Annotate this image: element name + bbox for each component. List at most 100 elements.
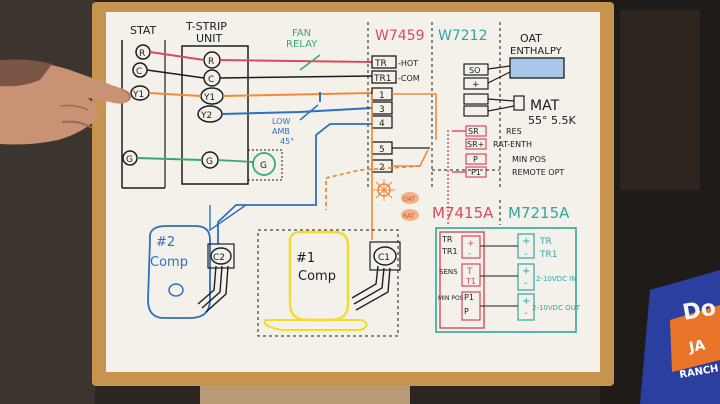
w7459-hot: -HOT (398, 59, 418, 68)
m7215a-plus-2: + (522, 266, 530, 277)
g-connector: G (217, 149, 283, 181)
stat-header: STAT (130, 24, 157, 37)
m7215a-plus-3: + (522, 296, 530, 307)
actuator-block: M7415A M7215A TR TR1 SENS MIN POS P1 P +… (432, 200, 581, 333)
low-amb-2: AMB (272, 127, 290, 136)
m7415a-minpos: MIN POS (438, 295, 464, 302)
sr-min-pos: MIN POS (512, 155, 546, 164)
w7459-term-5: 5 (379, 145, 385, 155)
w7459-block: W7459 TR -HOT TR1 -COM 1 3 4 5 2 (367, 22, 437, 190)
tstrip-term-y1: Y1 (203, 93, 215, 103)
m7415a-tr1: TR1 (441, 247, 458, 256)
bag-brand: Do (681, 295, 718, 325)
sr-term-p1: P1 (471, 168, 481, 177)
m7415a-in-minus: - (468, 249, 471, 259)
fan-relay-2: RELAY (286, 39, 318, 50)
m7415a-p1: P1 (464, 293, 474, 302)
stat-term-c: C (136, 67, 142, 77)
w7459-term-tr1: TR1 (373, 74, 391, 84)
wire-g-stat (136, 157, 203, 161)
oat-term-so: SO (469, 66, 480, 75)
comp2-connector: C2 (213, 253, 225, 263)
comp1-connector: C1 (378, 253, 390, 263)
m7215a-tr1: TR1 (539, 250, 557, 260)
sr-res: RES (506, 127, 522, 136)
wire-y2-main (221, 107, 373, 115)
comp2: #2 Comp C2 (147, 204, 247, 319)
m7415a-t1: T1 (465, 277, 476, 286)
fan-relay-switch (299, 54, 321, 71)
tstrip-header-2: UNIT (196, 32, 223, 45)
mat-label: MAT (530, 98, 560, 114)
wire-r-stat (149, 51, 205, 61)
comp2-label-1: #2 (156, 235, 175, 250)
tstrip-term-g: G (206, 157, 213, 167)
comp1: #1 Comp C1 (257, 229, 401, 337)
sr-rat: RAT-ENTH (493, 140, 532, 149)
sr-term-srplus: SR+ (467, 140, 484, 149)
fan-relay-1: FAN (292, 28, 311, 39)
w7459-term-1: 1 (379, 91, 385, 101)
m7215a-header: M7215A (508, 204, 570, 222)
m7215a-minus-1: - (524, 249, 528, 260)
m7215a-minus-2: - (524, 278, 528, 289)
w7459-term-4: 4 (379, 119, 385, 129)
sr-remote: REMOTE OPT (512, 168, 564, 177)
wire-r-main (219, 59, 373, 63)
wire-blue-to-comp2 (217, 123, 372, 244)
tstrip-term-y2: Y2 (200, 111, 212, 121)
m7415a-header: M7415A (432, 204, 494, 222)
star-label-rat: RAT (403, 213, 415, 220)
stat-term-g: G (126, 155, 133, 165)
m7415a-t: T (466, 267, 473, 277)
m7415a-sens: SENS (439, 268, 458, 276)
stat-term-y1: Y1 (132, 90, 144, 100)
sr-term-sr: SR (468, 127, 479, 136)
m7415a-in-plus: + (467, 239, 475, 249)
wire-orange-to-comp1 (325, 165, 421, 210)
stat-block: STAT R C Y1 G (121, 24, 166, 189)
mat-spec: 55° 5.5K (528, 114, 576, 127)
dark-shelf (620, 10, 700, 190)
m7215a-plus-1: + (522, 236, 530, 247)
w7212-header: W7212 (438, 28, 487, 44)
m7415a-tr: TR (441, 235, 453, 244)
m7215a-out: 2-10VDC OUT (532, 304, 581, 312)
oat-line1: OAT (520, 32, 542, 45)
pointing-hand (0, 59, 132, 145)
oat-term-plus: + (472, 80, 480, 90)
tstrip-header-1: T-STRIP (185, 20, 227, 33)
stat-term-r: R (139, 49, 145, 59)
comp2-label-2: Comp (150, 255, 188, 270)
sr-term-p: P (473, 155, 478, 164)
m7215a-tr: TR (539, 237, 552, 247)
star-label-oat: OAT (403, 196, 415, 203)
mat-block: MAT 55° 5.5K (463, 93, 576, 127)
m7215a-in: 2-10VDC IN (536, 275, 576, 283)
comp1-label-1: #1 (296, 251, 315, 266)
low-amb-switch (299, 104, 319, 121)
w7459-header: W7459 (375, 28, 424, 44)
w7459-term-3: 3 (379, 105, 385, 115)
w7459-term-tr: TR (374, 59, 387, 69)
oat-line2: ENTHALPY (510, 46, 563, 57)
w7459-com: -COM (398, 74, 420, 83)
wire-y1-stat (148, 92, 202, 97)
m7215a-minus-3: - (524, 308, 528, 319)
wire-c-main (219, 75, 373, 79)
low-amb-1: LOW (272, 117, 290, 126)
bag-flavor-1: JA (687, 337, 707, 356)
oat-block: OAT ENTHALPY SO + (463, 32, 565, 90)
m7415a-p: P (464, 307, 469, 316)
low-amb-3: 45° (280, 137, 294, 146)
g-connector-label: G (260, 161, 267, 171)
wire-y1-main (222, 92, 373, 97)
star-markers: OAT RAT (373, 179, 419, 221)
tstrip-term-c: C (208, 75, 214, 85)
tstrip-term-r: R (208, 57, 214, 67)
sr-block: SR RES SR+ RAT-ENTH P MIN POS P1 REMOTE … (432, 125, 564, 225)
wire-c-stat (146, 69, 205, 79)
comp1-label-2: Comp (298, 269, 336, 284)
